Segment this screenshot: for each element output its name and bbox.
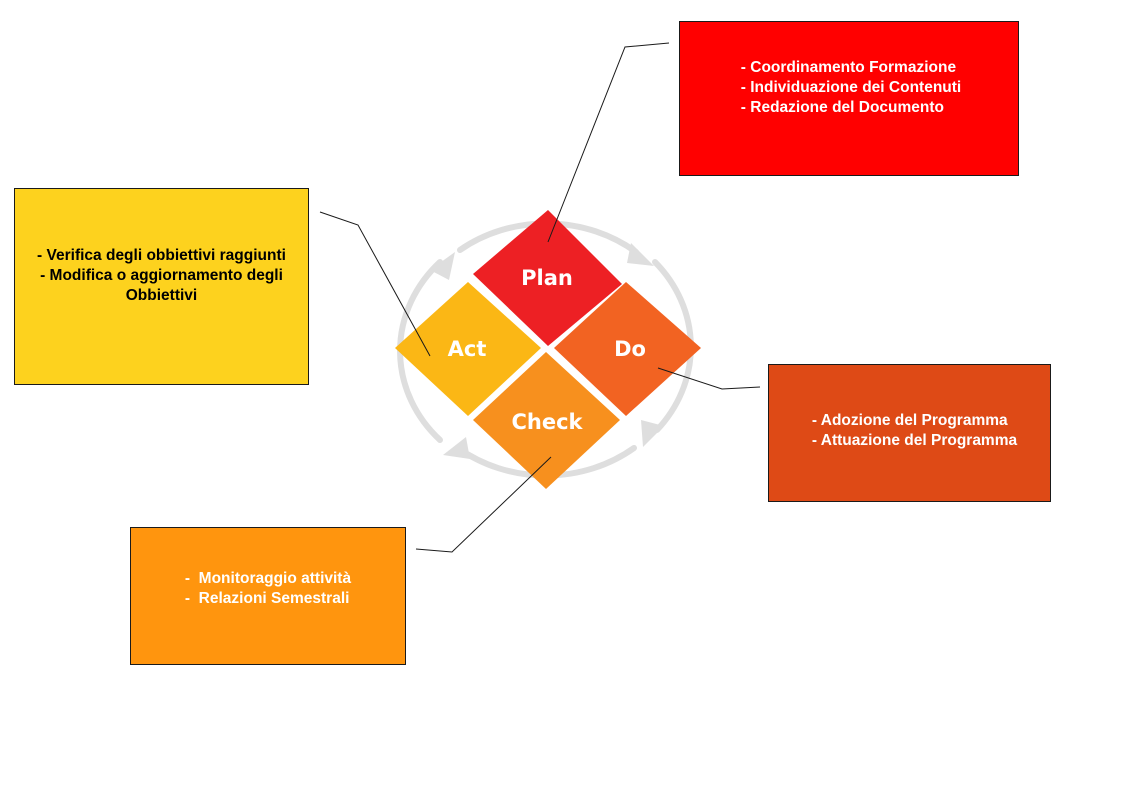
diamond-check: Check — [473, 352, 620, 489]
callout-plan-line-1: - Coordinamento Formazione — [740, 58, 957, 76]
callout-check: - Monitoraggio attività - Relazioni Seme… — [130, 527, 406, 665]
connector-do — [657, 367, 761, 390]
callout-plan-line-2: - Individuazione dei Contenuti — [740, 78, 962, 96]
callout-check-line-1: - Monitoraggio attività — [184, 570, 352, 587]
callout-act: - Verifica degli obbiettivi raggiunti - … — [14, 188, 309, 385]
callout-act-line-2: - Modifica o aggiornamento degli — [40, 266, 283, 284]
diamond-plan-label: Plan — [521, 266, 573, 290]
cycle-arrowheads — [430, 243, 664, 459]
diamond-act-label: Act — [448, 337, 487, 361]
connectors — [319, 42, 761, 553]
callout-do-line-2: - Attuazione del Programma — [811, 432, 1018, 449]
connector-check — [415, 456, 552, 553]
callout-do: - Adozione del Programma - Attuazione de… — [768, 364, 1051, 502]
callout-act-line-1: - Verifica degli obbiettivi raggiunti — [37, 246, 286, 264]
diamond-do: Do — [554, 282, 701, 416]
arrowhead-right-icon — [641, 420, 664, 447]
callout-act-line-3: Obbiettivi — [125, 286, 198, 304]
diamond-act: Act — [395, 282, 541, 416]
diamond-plan: Plan — [473, 210, 622, 346]
arrowhead-bottom-icon — [443, 437, 470, 459]
arrowhead-left-icon — [430, 252, 455, 280]
connector-plan — [547, 42, 670, 243]
callout-check-line-2: - Relazioni Semestrali — [184, 590, 350, 607]
connector-act — [319, 211, 431, 357]
callout-plan: - Coordinamento Formazione - Individuazi… — [679, 21, 1019, 176]
callout-do-line-1: - Adozione del Programma — [811, 412, 1008, 429]
arrowhead-top-icon — [627, 243, 654, 266]
callout-plan-line-3: - Redazione del Documento — [740, 98, 945, 116]
diamond-do-label: Do — [614, 337, 646, 361]
diamond-check-label: Check — [511, 410, 583, 434]
